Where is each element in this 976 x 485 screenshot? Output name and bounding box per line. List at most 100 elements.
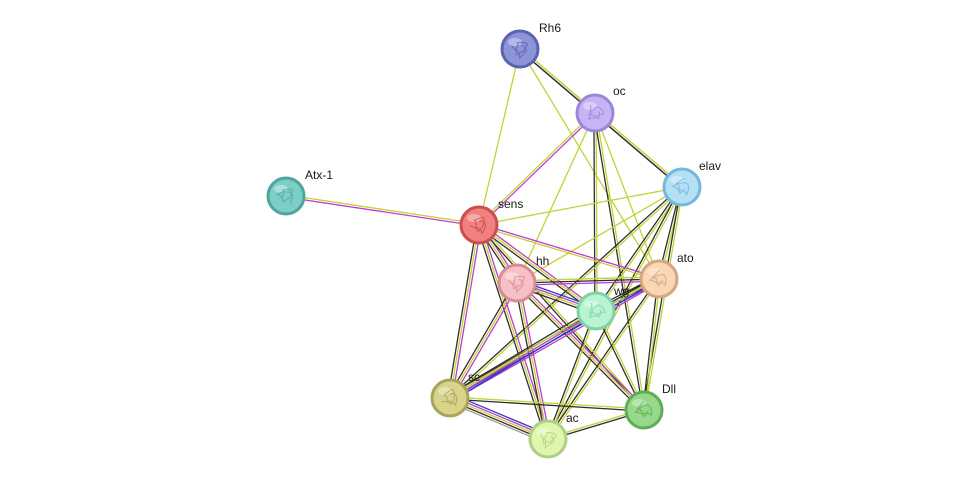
edge-evidence-textmining (548, 187, 684, 440)
edge-elav-wg[interactable] (594, 186, 684, 312)
edge-evidence-textmining (478, 48, 521, 226)
protein-structure-icon (275, 188, 294, 205)
node-circle[interactable] (266, 176, 306, 216)
edge-evidence-experiments (479, 223, 660, 279)
edge-sc-Dll[interactable] (449, 396, 645, 412)
protein-structure-icon (511, 41, 528, 60)
edge-evidence-coexpression (546, 310, 596, 439)
edge-evidence-textmining (644, 187, 684, 411)
node-Rh6[interactable]: Rh6 (500, 21, 561, 69)
edge-evidence-coexpression (447, 224, 478, 398)
node-highlight (632, 399, 646, 407)
edge-evidence-coexpression (447, 281, 516, 398)
edge-evidence-textmining (548, 311, 598, 440)
node-sens[interactable]: sens (459, 197, 523, 245)
edge-evidence-textmining (516, 282, 549, 440)
node-label: ac (566, 411, 579, 425)
edge-wg-ac[interactable] (546, 310, 598, 440)
edge-evidence-textmining (449, 309, 596, 398)
edge-evidence-textmining (516, 112, 596, 284)
edge-Rh6-sens[interactable] (478, 48, 521, 226)
edges-layer (285, 47, 684, 444)
edge-evidence-textmining (516, 282, 645, 411)
node-highlight (508, 38, 522, 46)
edge-evidence-coexpression (449, 398, 644, 412)
node-circle[interactable] (497, 263, 537, 303)
edge-evidence-textmining (286, 194, 480, 225)
edge-evidence-textmining (450, 187, 684, 400)
edge-sens-Dll[interactable] (477, 223, 646, 412)
edge-evidence-textmining (449, 224, 480, 399)
node-circle[interactable] (430, 378, 470, 418)
node-oc[interactable]: oc (575, 84, 626, 133)
edge-hh-sc[interactable] (447, 281, 520, 400)
edge-evidence-textmining (595, 112, 646, 410)
node-highlight (647, 268, 661, 276)
edge-evidence-coexpression (642, 278, 659, 410)
edge-oc-Dll[interactable] (593, 112, 646, 411)
node-highlight (505, 272, 519, 280)
edge-evidence-textmining (478, 224, 597, 312)
edge-evidence-textmining (479, 223, 646, 410)
edge-evidence-coexpression (514, 283, 547, 440)
node-ato[interactable]: ato (639, 251, 694, 299)
node-circle[interactable] (528, 419, 568, 459)
node-circle[interactable] (575, 93, 615, 133)
edge-evidence-experiments (451, 281, 661, 402)
edge-Rh6-ato[interactable] (519, 48, 660, 280)
edge-elav-sens[interactable] (478, 186, 683, 226)
edge-elav-hh[interactable] (516, 186, 683, 284)
edge-evidence-coexpression (593, 113, 644, 411)
node-circle[interactable] (500, 29, 540, 69)
protein-structure-icon (671, 177, 690, 197)
edge-oc-hh[interactable] (516, 112, 596, 284)
edge-evidence-experiments (450, 311, 597, 400)
node-Dll[interactable]: Dll (624, 382, 676, 430)
node-circle[interactable] (662, 167, 702, 207)
edge-evidence-experiments (479, 222, 598, 310)
edge-evidence-textmining (477, 111, 595, 225)
node-label: hh (536, 254, 549, 268)
edge-hh-ac[interactable] (514, 282, 551, 440)
edge-oc-sens[interactable] (477, 111, 597, 227)
node-wg[interactable]: wg (576, 284, 629, 331)
edge-evidence-textmining (519, 48, 660, 280)
edge-sens-sc[interactable] (447, 224, 482, 399)
node-hh[interactable]: hh (497, 254, 549, 303)
edge-evidence-coexpression (477, 225, 644, 412)
node-label: wg (613, 284, 629, 298)
edge-evidence-textmining (478, 225, 659, 281)
edge-ato-Dll[interactable] (642, 278, 661, 411)
node-circle[interactable] (459, 205, 499, 245)
edge-hh-ato[interactable] (516, 276, 660, 286)
node-ac[interactable]: ac (528, 411, 579, 459)
protein-structure-icon (508, 275, 525, 294)
node-label: ato (677, 251, 694, 265)
protein-structure-icon (540, 431, 558, 449)
edge-evidence-experiments (517, 280, 660, 286)
node-highlight (467, 214, 481, 222)
edge-evidence-textmining (644, 279, 661, 411)
edge-evidence-textmining (516, 276, 659, 282)
node-highlight (584, 300, 598, 308)
node-circle[interactable] (624, 390, 664, 430)
edge-sens-wg[interactable] (477, 222, 598, 314)
node-elav[interactable]: elav (662, 159, 721, 207)
edge-sens-ato[interactable] (478, 223, 660, 281)
edge-evidence-coexpression (477, 226, 596, 314)
edge-evidence-textmining (450, 396, 645, 410)
edge-evidence-experiments (451, 283, 520, 400)
node-highlight (438, 387, 452, 395)
protein-structure-icon (588, 302, 606, 319)
edge-ato-ac[interactable] (546, 278, 661, 440)
edge-evidence-textmining (596, 187, 684, 312)
node-Atx-1[interactable]: Atx-1 (266, 168, 333, 216)
node-circle[interactable] (576, 291, 616, 331)
node-label: elav (699, 159, 721, 173)
node-circle[interactable] (639, 259, 679, 299)
edge-Atx-1-sens[interactable] (285, 194, 480, 227)
node-sc[interactable]: sc (430, 370, 480, 418)
edge-wg-sc[interactable] (447, 307, 599, 402)
